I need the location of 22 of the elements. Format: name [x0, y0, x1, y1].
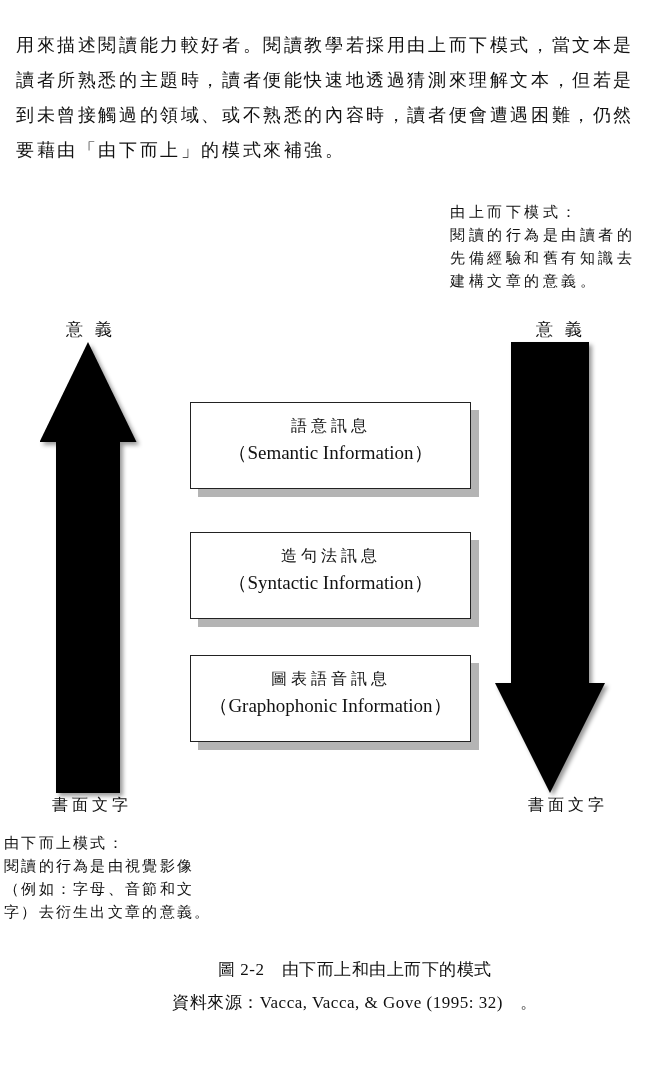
box-title: 圖表語音訊息: [270, 669, 391, 689]
shadowed-box: [190, 402, 479, 497]
block-arrow: [495, 342, 605, 793]
note-text: 閱讀的行為是由讀者的先備經驗和舊有知識去建構文章的意義。: [450, 226, 636, 291]
arrow-label: 書面文字: [528, 793, 608, 817]
note-heading: 由下而上模式：: [4, 833, 127, 853]
box-title: 造句法訊息: [280, 546, 381, 566]
arrow-label: 意義: [536, 318, 594, 342]
arrow-label: 書面文字: [52, 793, 132, 817]
note-text: 閱讀的行為是由視覺影像（例如：字母、音節和文字）去衍生出文章的意義。: [4, 857, 213, 922]
box-subtitle: （Semantic Information）: [228, 441, 433, 465]
figure-caption: 圖 2-2 由下而上和由上而下的模式: [218, 959, 492, 981]
box-subtitle: （Graphophonic Information）: [209, 694, 452, 718]
note-heading: 由上而下模式：: [450, 202, 581, 222]
shadowed-box: [190, 532, 479, 627]
shadowed-box: [190, 655, 479, 750]
block-arrow: [39, 342, 137, 793]
box-subtitle: （Syntactic Information）: [228, 571, 433, 595]
paragraph: 用來描述閱讀能力較好者。閱讀教學若採用由上而下模式，當文本是讀者所熟悉的主題時，讀者便能快速地透過猜測來理解文本，但若是到未曾接觸過的領域、或不熟悉的內容時，讀者便會遭遇困難，仍然要藉由「由下而上」的模式來補強。: [16, 33, 635, 162]
source-note: 資料來源：Vacca, Vacca, & Gove (1995: 32) 。: [172, 992, 538, 1014]
box-title: 語意訊息: [290, 416, 371, 436]
arrow-label: 意義: [66, 318, 124, 342]
